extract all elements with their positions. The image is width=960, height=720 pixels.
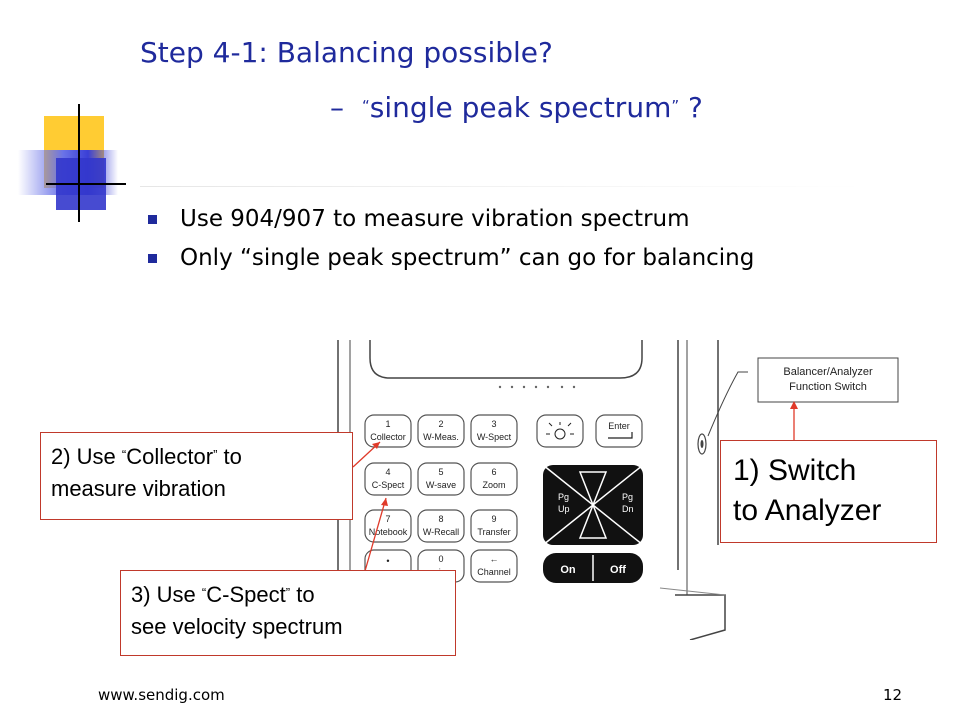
callout-line: 2) Use “Collector” to [51,439,352,473]
indicator-dots [498,385,576,389]
nav-pgup-label2: Up [558,504,570,514]
open-quote: “ [201,585,207,600]
slide-title-line2: –“single peak spectrum” ? [330,91,703,124]
nav-pgup-label: Pg [558,492,569,502]
callout-text: 2) Use [51,444,122,469]
open-quote: “ [121,447,127,462]
decorative-vertical-line [78,104,80,222]
key-label: W-Recall [423,527,459,537]
bullet-list: Use 904/907 to measure vibration spectru… [145,200,754,278]
key-number: 8 [438,514,443,524]
bullet-text: Use 904/907 to measure vibration spectru… [180,206,690,232]
callout-collector: 2) Use “Collector” to measure vibration [40,432,353,520]
callout-text: to [290,582,315,607]
callout-keyword: C-Spect [206,582,286,607]
title-underline [140,186,865,187]
nav-pgdn-label2: Dn [622,504,634,514]
key-label: Channel [477,567,511,577]
title-question-mark: ? [679,91,703,124]
off-key-label: Off [610,564,626,576]
key-number: 1 [385,419,390,429]
footer-url: www.sendig.com [98,686,225,704]
callout-line: 3) Use “C-Spect” to [131,577,455,611]
key-label: W-Spect [477,432,512,442]
key-number: 4 [385,467,390,477]
key-number: 5 [438,467,443,477]
slide-title-line1: Step 4-1: Balancing possible? [140,36,553,69]
on-key-label: On [560,564,576,576]
key-number: 3 [491,419,496,429]
bullet-square-icon [148,215,157,224]
key-number: 6 [491,467,496,477]
bullet-item: Only “single peak spectrum” can go for b… [145,239,754,278]
switch-label-line1: Balancer/Analyzer [783,366,873,378]
bullet-square-icon [148,254,157,263]
callout-switch-to-analyzer: 1) Switch to Analyzer [720,440,937,543]
close-quote: ” [285,585,291,600]
navigation-pad: Pg Up Pg Dn [542,464,644,546]
key-label-c-spect: C-Spect [372,480,405,490]
key-number: 7 [385,514,390,524]
nav-down-triangle-icon [578,502,608,539]
nav-up-triangle-icon [578,471,608,508]
close-quote: ” [213,447,218,462]
bullet-text: Only “single peak spectrum” can go for b… [180,245,755,271]
key-label: W-save [426,480,456,490]
callout-c-spect: 3) Use “C-Spect” to see velocity spectru… [120,570,456,656]
callout-keyword: Collector [126,444,214,469]
key-label-enter: Enter [608,421,630,431]
title-close-quote: ” [671,97,680,115]
key-number: • [386,556,389,566]
key-number: 9 [491,514,496,524]
arrow-to-c-spect [362,497,387,579]
key-number: 0 [438,554,443,564]
backlight-icon [546,422,574,440]
key-label: Zoom [482,480,505,490]
enter-arrow-icon [608,432,633,439]
key-label: Notebook [369,527,408,537]
nav-pgdn-label: Pg [622,492,633,502]
key-number: ← [490,554,499,564]
callout-text: to [217,444,242,469]
bullet-item: Use 904/907 to measure vibration spectru… [145,200,754,239]
title-dash: – [330,91,344,124]
key-label: W-Meas. [423,432,459,442]
key-label-collector: Collector [370,432,406,442]
function-switch: Balancer/Analyzer Function Switch [697,357,899,455]
key-label: Transfer [477,527,510,537]
key-number: 2 [438,419,443,429]
callout-line: to Analyzer [733,494,882,527]
callout-line: see velocity spectrum [131,614,343,639]
vibration-analyzer-device-illustration: 1 Collector 2 W-Meas. 3 W-Spect Enter 4 … [337,340,899,640]
callout-text: 3) Use [131,582,202,607]
title-open-quote: “ [362,97,370,115]
callout-line: measure vibration [51,476,226,501]
decorative-horizontal-line [46,183,126,185]
switch-label-line2: Function Switch [789,381,867,393]
page-number: 12 [883,686,903,704]
callout-line: 1) Switch [733,454,857,487]
title-subtitle-text: single peak spectrum [369,91,672,124]
